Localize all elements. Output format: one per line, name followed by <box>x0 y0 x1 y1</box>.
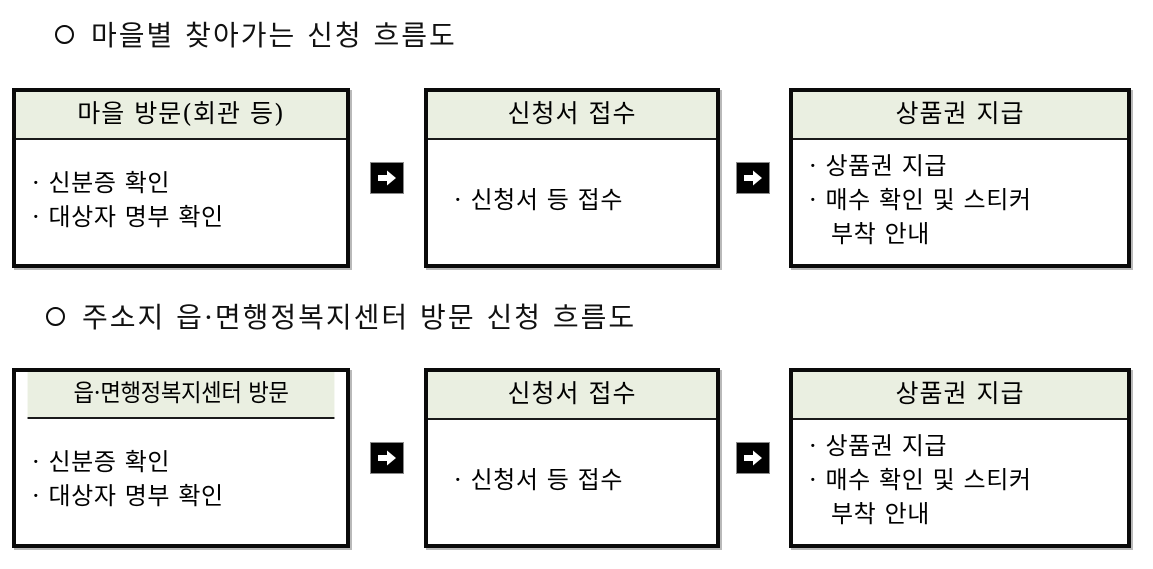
flow-step-header: 상품권 지급 <box>793 372 1127 420</box>
flow-step-box-voucher-payment: 상품권 지급 · 상품권 지급 · 매수 확인 및 스티커 부착 안내 <box>789 88 1131 268</box>
section-heading-welfare-center: 주소지 읍·면행정복지센터 방문 신청 흐름도 <box>46 296 636 336</box>
section-heading-text: 마을별 찾아가는 신청 흐름도 <box>91 19 457 52</box>
flow-step-body: · 상품권 지급 · 매수 확인 및 스티커 부착 안내 <box>793 420 1127 544</box>
flowchart-row-village: 마을 방문(회관 등) · 신분증 확인 · 대상자 명부 확인 신청서 접수 … <box>0 88 1153 272</box>
circle-marker-icon <box>46 306 65 326</box>
flow-step-body-line: · 매수 확인 및 스티커 <box>809 465 1032 494</box>
flow-step-body: · 상품권 지급 · 매수 확인 및 스티커 부착 안내 <box>793 140 1127 264</box>
flow-step-header: 신청서 접수 <box>428 92 716 140</box>
flow-step-header: 읍·면행정복지센터 방문 <box>27 372 335 419</box>
arrow-right-icon <box>371 163 403 193</box>
flow-step-header: 신청서 접수 <box>428 372 716 420</box>
flow-step-body-line: 부착 안내 <box>831 219 930 248</box>
connector-2 <box>737 88 769 268</box>
flow-step-box-voucher-payment: 상품권 지급 · 상품권 지급 · 매수 확인 및 스티커 부착 안내 <box>789 368 1131 548</box>
flow-step-body-line: · 대상자 명부 확인 <box>32 202 224 231</box>
flow-step-body-line: · 상품권 지급 <box>809 151 948 180</box>
flow-step-box-application-receipt: 신청서 접수 · 신청서 등 접수 <box>424 88 720 268</box>
circle-marker-icon <box>55 24 74 44</box>
flow-step-body: · 신분증 확인 · 대상자 명부 확인 <box>16 419 346 544</box>
arrow-right-icon <box>737 163 769 193</box>
section-heading-text: 주소지 읍·면행정복지센터 방문 신청 흐름도 <box>82 301 637 334</box>
connector-1 <box>371 368 403 548</box>
connector-1 <box>371 88 403 268</box>
flow-step-body-line: · 신청서 등 접수 <box>454 465 623 494</box>
arrow-right-icon <box>737 443 769 473</box>
flow-step-body-line: · 상품권 지급 <box>809 431 948 460</box>
connector-2 <box>737 368 769 548</box>
flow-step-body: · 신분증 확인 · 대상자 명부 확인 <box>16 140 346 264</box>
flow-step-body-line: · 대상자 명부 확인 <box>32 482 224 511</box>
flow-step-body-line: 부착 안내 <box>831 499 930 528</box>
flowchart-row-welfare-center: 읍·면행정복지센터 방문 · 신분증 확인 · 대상자 명부 확인 신청서 접수… <box>0 368 1153 552</box>
flow-step-box-center-visit: 읍·면행정복지센터 방문 · 신분증 확인 · 대상자 명부 확인 <box>12 368 350 548</box>
flow-step-body-line: · 매수 확인 및 스티커 <box>809 185 1032 214</box>
flow-step-header: 상품권 지급 <box>793 92 1127 140</box>
flow-step-body: · 신청서 등 접수 <box>428 420 716 544</box>
flow-step-body-line: · 신분증 확인 <box>32 168 171 197</box>
flow-step-box-village-visit: 마을 방문(회관 등) · 신분증 확인 · 대상자 명부 확인 <box>12 88 350 268</box>
flow-step-body-line: · 신청서 등 접수 <box>454 185 623 214</box>
flow-step-body: · 신청서 등 접수 <box>428 140 716 264</box>
arrow-right-icon <box>371 443 403 473</box>
section-heading-village: 마을별 찾아가는 신청 흐름도 <box>55 14 457 54</box>
flow-step-box-application-receipt: 신청서 접수 · 신청서 등 접수 <box>424 368 720 548</box>
flow-step-header: 마을 방문(회관 등) <box>16 92 346 140</box>
flow-step-body-line: · 신분증 확인 <box>32 448 171 477</box>
